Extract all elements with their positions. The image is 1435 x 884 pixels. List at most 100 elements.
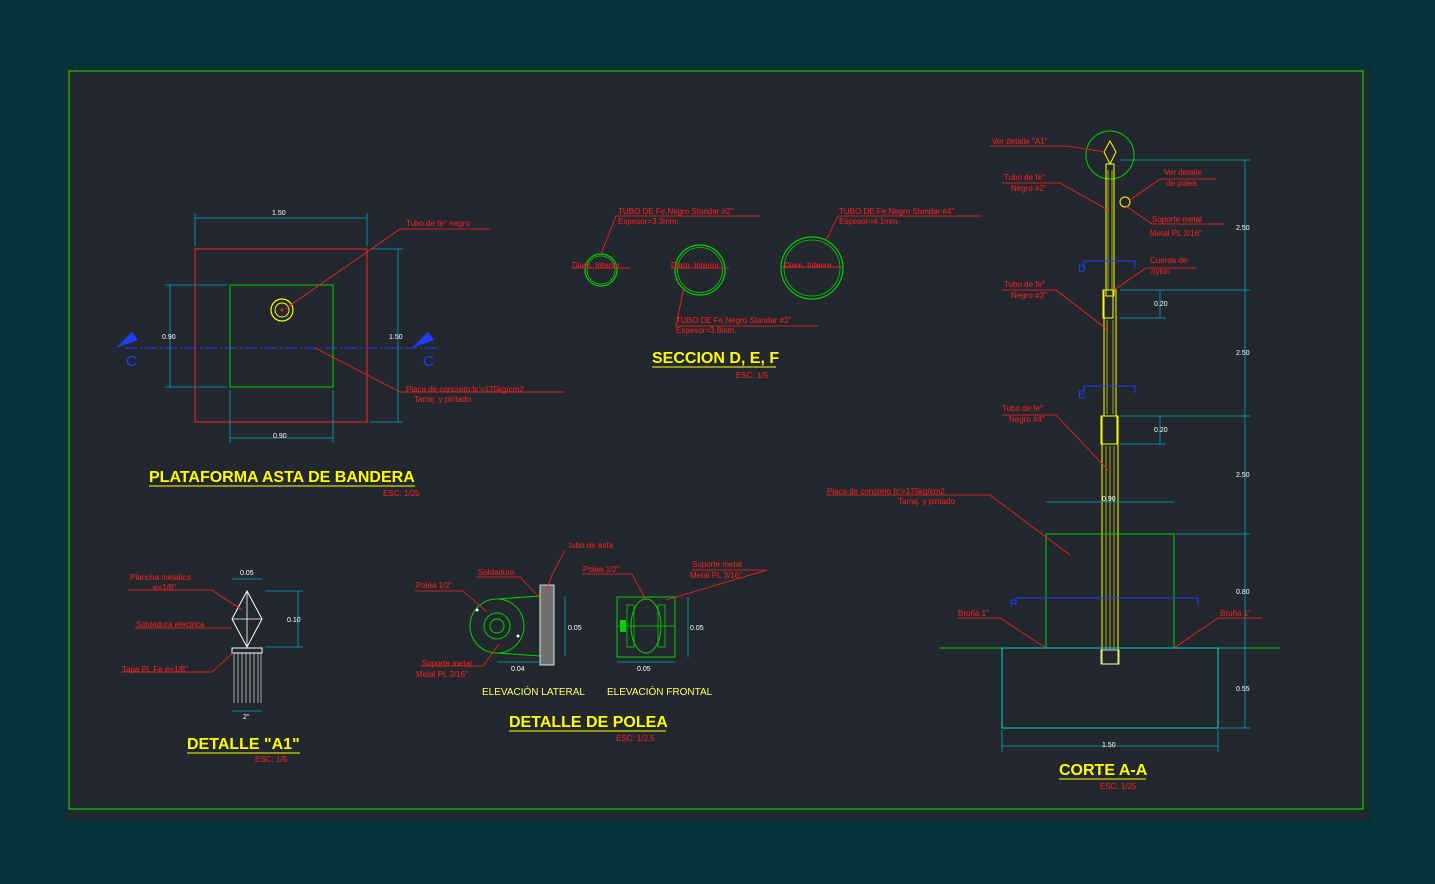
elev-frontal-label: ELEVACIÓN FRONTAL <box>607 685 713 698</box>
label-tubo4-diam: Diam. Interior <box>784 261 832 270</box>
polea-front-frame <box>616 596 676 658</box>
label-tubo2-diam: Diam. Interior <box>572 261 620 270</box>
corte-dim-0-20-b: 0.20 <box>1154 427 1168 434</box>
corte-label-ver-polea-1: Ver detalle <box>1164 168 1202 177</box>
elev-lateral-label: ELEVACIÓN LATERAL <box>482 685 585 698</box>
detail-a1-callout-circle <box>1085 130 1135 180</box>
corte-label-soporte-1: Soporte metal <box>1152 215 1202 224</box>
tube-4-outer <box>780 236 844 300</box>
corte-dim-0-55: 0.55 <box>1236 686 1250 693</box>
pulley-callout <box>1119 196 1131 208</box>
scale-plataforma: ESC: 1/25 <box>383 489 420 498</box>
marker-e: E <box>1078 389 1085 401</box>
tube-3-outer <box>674 244 726 296</box>
dim-bottom-label: 0.90 <box>273 433 287 440</box>
pole-circle-inner <box>274 302 290 318</box>
marker-f: F <box>1010 598 1017 610</box>
a1-label-plancha-1: Plancha metalica <box>130 573 191 582</box>
corte-label-bruna-right: Bruña 1" <box>1220 609 1251 618</box>
pole-center <box>280 308 284 312</box>
dim-top-label: 1.50 <box>272 210 286 217</box>
dim-right-label: 1.50 <box>389 334 403 341</box>
label-placa-1: Placa de concreto fc'=175kg/cm2 <box>406 385 524 394</box>
foundation-block <box>1001 647 1219 729</box>
polea-lat-dim-h: 0.05 <box>568 625 582 632</box>
polea-lat-mid <box>483 612 511 640</box>
polea-label-soporte-front-1: Soporte metal <box>692 560 742 569</box>
polea-front-dim-w: 0.05 <box>637 666 651 673</box>
tube-3-inner <box>677 247 723 293</box>
label-tubo4: TUBO DE Fe.Negro Standar #4" <box>839 207 954 216</box>
corte-label-ver-polea-2: de polea <box>1166 179 1197 188</box>
tube-4-inner <box>783 239 841 297</box>
section-arrow-left <box>116 332 138 348</box>
label-tubo3-diam: Diam. Interior <box>671 261 719 270</box>
corte-dim-0-90: 0.90 <box>1102 496 1116 503</box>
label-tubo4-espesor: Espesor=4.1mm. <box>839 217 900 226</box>
detalle-a1: 0.05 0.10 2" Plancha metalica e=1/8" Sol… <box>121 570 303 764</box>
leader-tubo <box>284 228 490 310</box>
pole-segment-4-joint <box>1100 415 1118 445</box>
corte-label-cuerda-1: Cuerda de <box>1150 256 1188 265</box>
corte-label-tubo3-1: Tubo de fe° <box>1004 280 1045 289</box>
scale-corte: ESC: 1/25 <box>1100 782 1137 791</box>
tube-cap <box>231 647 263 654</box>
a1-dim-top: 0.05 <box>240 570 254 577</box>
section-arrow-right <box>412 332 434 348</box>
pole-circle-outer <box>270 298 294 322</box>
title-corte: CORTE A-A <box>1059 762 1148 779</box>
polea-label-tubo-asta: tubo de asta <box>569 541 614 550</box>
corte-label-tubo2-2: Negro #2" <box>1011 184 1047 193</box>
a1-dim-right: 0.10 <box>287 617 301 624</box>
title-polea: DETALLE DE POLEA <box>509 714 668 731</box>
detalle-polea: 0.05 0.04 0.05 0.05 tubo de asta Soldadu… <box>415 541 768 743</box>
corte-label-placa-2: Tarraj. y pintado <box>898 497 955 506</box>
polea-label-soporte-front-2: Metal PL 3/16" <box>690 571 742 580</box>
corte-label-ver-a1: Ver detalle "A1" <box>992 137 1048 146</box>
corte-label-soporte-2: Metal PL 3/16" <box>1150 229 1202 238</box>
corte-dim-0-80: 0.80 <box>1236 589 1250 596</box>
a1-label-plancha-2: e=1/8" <box>153 583 176 592</box>
section-letter-left: C <box>126 353 137 370</box>
title-plataforma: PLATAFORMA ASTA DE BANDERA <box>149 469 415 486</box>
corte-dim-0-20-a: 0.20 <box>1154 301 1168 308</box>
a1-dim-bottom: 2" <box>243 714 250 721</box>
polea-lat-tube <box>539 584 555 666</box>
label-tubo3-espesor: Espesor=3.8mm. <box>676 326 737 335</box>
scale-polea: ESC: 1/2.5 <box>616 734 655 743</box>
marker-d: D <box>1078 263 1086 275</box>
pole-socket <box>1100 649 1120 665</box>
plataforma-plan: C C 1.50 1.50 0.90 0.90 Tubo de fe° negr… <box>116 210 565 498</box>
title-seccion: SECCION D, E, F <box>652 350 779 367</box>
polea-label-soporte-lat-2: Metal PL 3/16" <box>416 670 468 679</box>
polea-label-soldadura: Soldadura <box>478 568 515 577</box>
polea-lat-inner <box>489 618 505 634</box>
pole-segment-2 <box>1105 163 1115 297</box>
corte-dim-2-50-b: 2.50 <box>1236 350 1250 357</box>
scale-seccion: ESC: 1/5 <box>736 371 769 380</box>
corte-label-tubo4-1: Tubo de fe° <box>1002 404 1043 413</box>
label-tubo3: TUBO DE Fe.Negro Standar #3" <box>676 316 791 325</box>
label-tubo2: TUBO DE Fe.Negro Standar #2" <box>618 207 733 216</box>
corte-label-placa-1: Placa de concreto fc'=175kg/cm2 <box>827 487 945 496</box>
polea-label-front: Polea 1/2" <box>583 565 620 574</box>
label-tubo2-espesor: Espesor=3.3mm. <box>618 217 679 226</box>
polea-label-soporte-lat-1: Soporte metal <box>422 659 472 668</box>
a1-label-soldadura: Soldadura electrica <box>136 620 205 629</box>
dim-left-label: 0.90 <box>162 334 176 341</box>
corte-label-cuerda-2: nylon <box>1151 267 1170 276</box>
corte-label-tubo4-2: Negro #4" <box>1009 415 1045 424</box>
corte-label-tubo2-1: Tubo de fe° <box>1004 173 1045 182</box>
seccion-def: TUBO DE Fe.Negro Standar #2" Espesor=3.3… <box>572 207 982 380</box>
corte-aa: D E F 2.50 2.50 2.50 0.80 0.55 0.20 0.20… <box>826 130 1280 791</box>
corte-dim-2-50-a: 2.50 <box>1236 225 1250 232</box>
corte-dim-1-50: 1.50 <box>1102 742 1116 749</box>
corte-label-bruna-left: Bruña 1" <box>958 609 989 618</box>
title-a1: DETALLE "A1" <box>187 736 300 753</box>
a1-label-tapa: Tapa PL Fe e=1/8" <box>122 665 188 674</box>
label-tubo-negro: Tubo de fe° negro <box>406 219 470 228</box>
polea-front-dim-h: 0.05 <box>690 625 704 632</box>
section-letter-right: C <box>423 353 434 370</box>
label-placa-2: Tarraj. y pintado <box>414 395 471 404</box>
